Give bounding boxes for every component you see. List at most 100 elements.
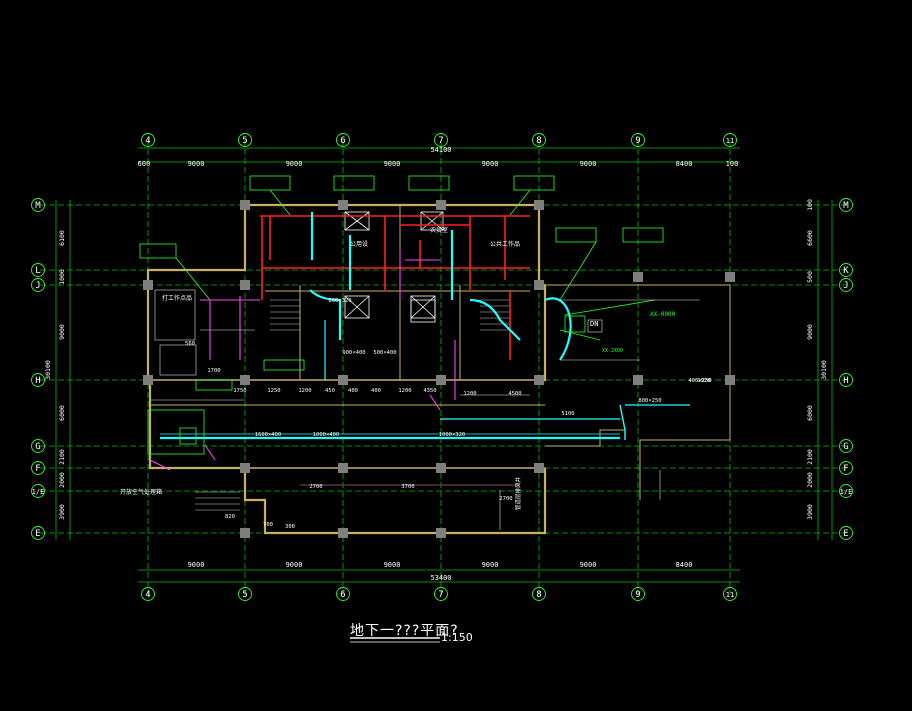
grid-axis-label: F <box>35 464 40 474</box>
grid-axis-label: H <box>843 376 848 386</box>
dimension-segment: 6600 <box>806 230 814 246</box>
dimension-segment: 9000 <box>580 160 597 168</box>
grid-axis-bubbles-top: 4 5 6 7 8 9 11 <box>141 133 737 147</box>
grid-axis-label: J <box>843 281 848 291</box>
grid-axis-bubble: H <box>839 373 853 387</box>
ducts-red <box>260 215 530 360</box>
duct-label: 1000×400 <box>313 432 340 438</box>
room-tags: 打工作点品 公用设 农贸室 公共工作品 DN XX-0000 XX-2X00 <box>162 226 676 354</box>
grid-axis-label: E <box>35 529 40 539</box>
grid-axis-label: 5 <box>242 136 247 146</box>
dimension-segment: 9000 <box>286 160 303 168</box>
grid-axis-label: 7 <box>438 590 443 600</box>
svg-text:XX-0000: XX-0000 <box>650 311 676 318</box>
drawing-scale: 1:150 <box>441 631 473 644</box>
grid-axis-label: E <box>843 529 848 539</box>
dimension-segment: 100 <box>726 160 739 168</box>
interior-dimension: 1200 <box>398 388 411 394</box>
interior-dimension: 5100 <box>561 411 574 417</box>
interior-dimension: 2700 <box>499 496 512 502</box>
interior-dimension: 3700 <box>401 484 414 490</box>
grid-axis-label: 4 <box>145 590 150 600</box>
structural-columns <box>143 200 735 538</box>
grid-axis-label: 8 <box>536 590 541 600</box>
interior-dimension: 2700 <box>309 484 322 490</box>
dimension-segment: 9000 <box>580 561 597 569</box>
grid-axis-label: G <box>843 442 848 452</box>
dimension-total: 53400 <box>430 574 451 582</box>
svg-text:公用设: 公用设 <box>350 240 368 248</box>
dimension-lines <box>55 147 833 583</box>
grid-axis-label: M <box>35 201 41 211</box>
dimension-segment: 8400 <box>676 561 693 569</box>
grid-axis-bubble: 9 <box>631 587 645 601</box>
dimension-segment: 6100 <box>58 230 66 246</box>
grid-axis-bubble: F <box>31 461 45 475</box>
svg-text:DN: DN <box>590 320 598 328</box>
grid-axis-bubble: H <box>31 373 45 387</box>
grid-axis-bubble: 5 <box>238 587 252 601</box>
dimension-segment: 2000 <box>58 472 66 488</box>
duct-label: 500×400 <box>373 350 396 356</box>
grid-axis-bubble: M <box>31 198 45 212</box>
interior-dimension: 1750 <box>233 388 246 394</box>
grid-axis-bubble: E <box>31 526 45 540</box>
dimension-segment: 9000 <box>384 160 401 168</box>
grid-axis-bubble: 4 <box>141 133 155 147</box>
grid-axis-bubble: 4 <box>141 587 155 601</box>
interior-dimension: 560 <box>185 341 195 347</box>
grid-axis-label: 11 <box>726 137 734 145</box>
dimension-segment: 1000 <box>58 269 66 285</box>
interior-dimension: 1250 <box>267 388 280 394</box>
building-walls <box>146 203 731 535</box>
dimension-segment: 9000 <box>806 324 814 340</box>
interior-linework <box>150 289 700 530</box>
grid-axis-label: 5 <box>242 590 247 600</box>
dimension-segment: 9000 <box>188 561 205 569</box>
interior-dimension: 820 <box>225 514 235 520</box>
grid-axis-label: 6 <box>340 136 345 146</box>
grid-axis-label: 9 <box>635 136 640 146</box>
svg-text:公共工作品: 公共工作品 <box>490 240 520 248</box>
interior-dimension: 1200 <box>298 388 311 394</box>
interior-dimension: 1920 <box>697 378 710 384</box>
svg-text:农贸室: 农贸室 <box>430 226 448 234</box>
ducts-cyan <box>160 212 690 440</box>
grid-axis-label: 4 <box>145 136 150 146</box>
grid-axis-bubble: 5 <box>238 133 252 147</box>
grid-axis-bubble: 8 <box>532 133 546 147</box>
dimension-segment: 100 <box>806 199 814 211</box>
grid-axis-label: H <box>35 376 40 386</box>
interior-dimension: 400 <box>371 388 381 394</box>
title-underline <box>350 637 440 643</box>
grid-axis-bubble: L <box>31 263 45 277</box>
grid-axis-label: L <box>35 266 40 276</box>
grid-axis-bubble: 8 <box>532 587 546 601</box>
grid-axis-bubble: G <box>31 439 45 453</box>
label-leaders <box>139 175 664 455</box>
interior-dimension: 700 <box>263 522 273 528</box>
grid-axis-bubble: 1/E <box>31 484 45 498</box>
grid-axis-bubble: 11 <box>723 133 737 147</box>
grid-axis-bubble: F <box>839 461 853 475</box>
grid-axis-bubble: 1/E <box>839 484 853 498</box>
note-text: 开放空气处理箱 <box>120 488 162 496</box>
interior-dimension: 1200 <box>463 391 476 397</box>
interior-dimension: 4350 <box>423 388 436 394</box>
grid-axis-label: K <box>843 266 849 276</box>
grid-axis-label: 1/E <box>840 488 853 496</box>
duct-label: 1600×400 <box>255 432 282 438</box>
dimension-segment: 9000 <box>482 561 499 569</box>
drawing-notes: 开放空气处理箱管道层排风井 <box>120 476 522 510</box>
grid-axis-label: 9 <box>635 590 640 600</box>
grid-axis-bubble: G <box>839 439 853 453</box>
duct-label: 800×320 <box>328 298 351 304</box>
grid-axis-bubble: 7 <box>434 133 448 147</box>
dimension-total: 30100 <box>820 360 828 380</box>
dimension-segment: 9000 <box>482 160 499 168</box>
dimension-segment: 6000 <box>806 405 814 421</box>
